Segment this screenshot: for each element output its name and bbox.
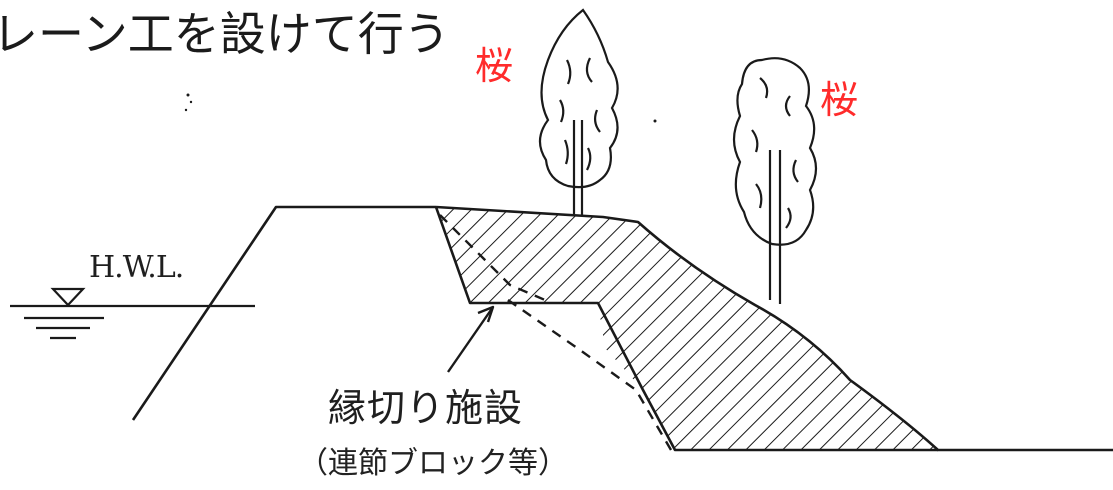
arrow-up-right-icon bbox=[447, 305, 495, 373]
facility-label: 縁切り施設 bbox=[328, 386, 524, 430]
scan-marks bbox=[184, 93, 657, 123]
water-level-label: H.W.L. bbox=[89, 250, 184, 285]
facility-sublabel: （連節ブロック等） bbox=[298, 446, 568, 481]
tree-label-left: 桜 bbox=[475, 44, 514, 88]
tree-icon bbox=[538, 8, 619, 216]
levee-outline bbox=[131, 205, 1113, 452]
tree-label-right: 桜 bbox=[820, 78, 859, 122]
tree-icon bbox=[732, 57, 818, 304]
hatched-region bbox=[436, 207, 938, 450]
heading-text: レーン工を設けて行う bbox=[0, 7, 450, 61]
water-surface bbox=[10, 304, 255, 340]
triangle-down-icon bbox=[50, 287, 86, 307]
dashed-original-slope bbox=[439, 214, 673, 451]
